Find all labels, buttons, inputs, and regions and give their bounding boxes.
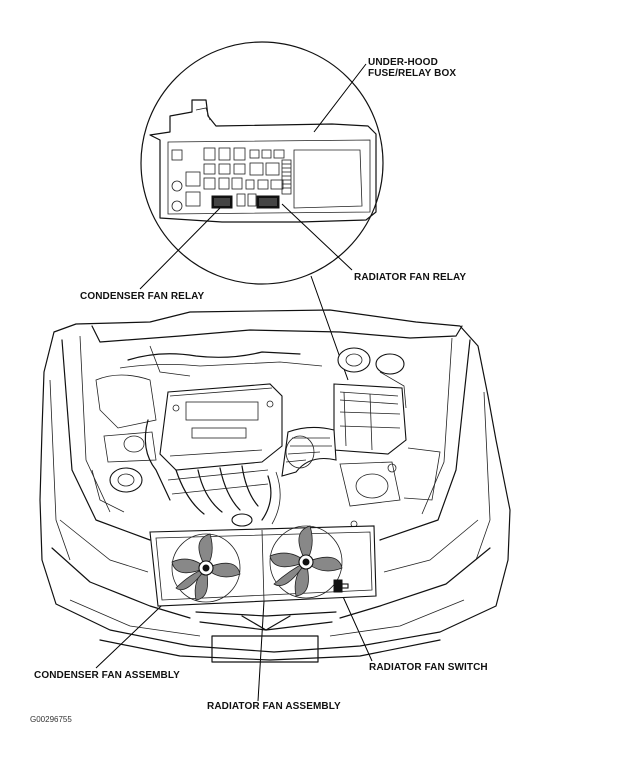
condenser-fan-assembly-label: CONDENSER FAN ASSEMBLY [34,670,180,681]
condenser-fan [171,533,241,603]
radiator-fan-assemblies [149,525,377,607]
condenser-fan-relay-label: CONDENSER FAN RELAY [80,291,205,302]
fuse-grid [171,147,292,212]
radiator-fan [269,525,343,599]
engine-bay-contents [91,345,441,528]
engine-head-cover [159,383,283,471]
magnified-detail-circle [140,41,384,285]
under-hood-fuse-box-label: UNDER-HOOD FUSE/RELAY BOX [368,57,456,79]
under-hood-label-line1: UNDER-HOOD [368,57,438,68]
radiator-fan-relay-label: RADIATOR FAN RELAY [354,272,467,283]
car-body [39,309,511,663]
under-hood-label-line2: FUSE/RELAY BOX [368,68,457,79]
figure-code: G00296755 [30,715,72,724]
radiator-fan-assembly-label: RADIATOR FAN ASSEMBLY [207,701,341,712]
radiator-fan-switch [333,579,349,593]
radiator-fan-switch-label: RADIATOR FAN SWITCH [369,662,488,673]
